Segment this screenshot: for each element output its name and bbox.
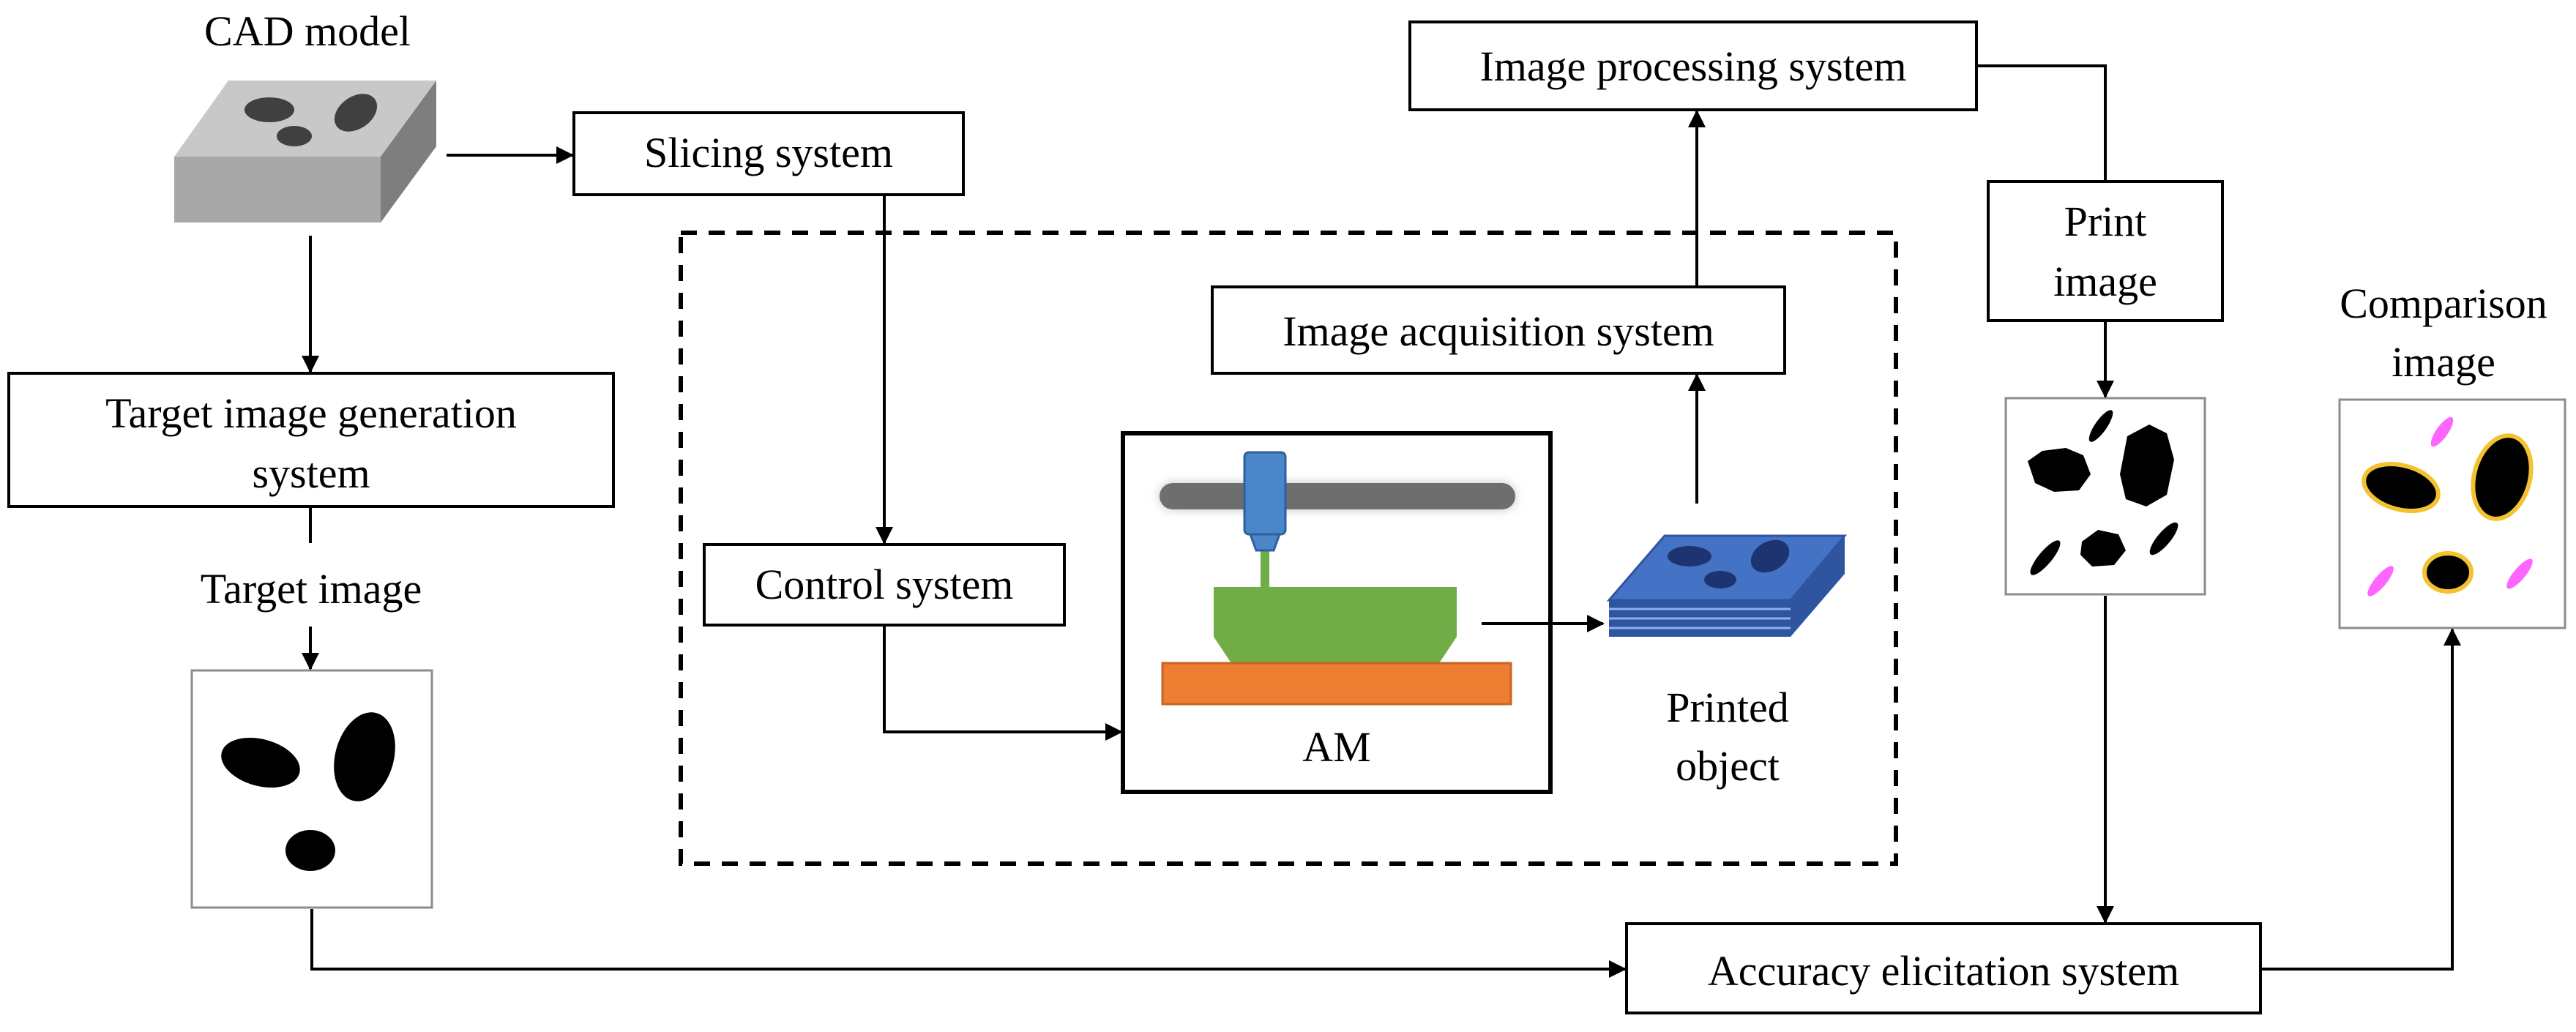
target-image-generation-label-line1: Target image generation — [105, 389, 517, 437]
arrow-accuracy-to-comparison — [2262, 628, 2461, 971]
target-image-generation-system-box — [7, 372, 615, 508]
printed-object-label-line1: Printed — [1666, 684, 1789, 731]
arrow-target-image-to-accuracy — [310, 909, 1627, 978]
cad-model-label: CAD model — [204, 7, 411, 55]
print-image-label-line1: Print — [2064, 198, 2147, 245]
print-image-label-line2: image — [2053, 258, 2157, 305]
print-image-box — [1987, 180, 2224, 322]
cad-model-icon — [174, 81, 436, 223]
printed-object-icon — [1606, 534, 1848, 637]
accuracy-elicitation-system-box — [1625, 922, 2262, 1014]
line-processing-to-print-image — [1978, 64, 2107, 180]
3d-printer-icon — [1160, 451, 1515, 706]
slicing-system-box — [572, 111, 965, 196]
slicing-system-label: Slicing system — [644, 129, 893, 176]
comparison-image-icon — [2338, 398, 2566, 629]
arrow-control-to-am — [883, 627, 1123, 741]
image-processing-system-box — [1408, 20, 1978, 111]
image-processing-system-label: Image processing system — [1479, 42, 1906, 90]
am-system-dashed-boundary — [679, 231, 1898, 866]
target-image-label: Target image — [201, 565, 422, 613]
image-acquisition-system-label: Image acquisition system — [1283, 307, 1714, 355]
connectors — [302, 64, 2461, 978]
target-image-generation-label-line2: system — [252, 449, 370, 497]
am-label: AM — [1302, 723, 1370, 771]
target-image-icon — [190, 669, 433, 909]
image-acquisition-system-box — [1211, 285, 1786, 375]
control-system-label: Control system — [755, 561, 1014, 608]
accuracy-elicitation-system-label: Accuracy elicitation system — [1708, 947, 2179, 995]
comparison-image-label-line2: image — [2392, 338, 2495, 386]
print-image-icon — [2004, 397, 2206, 596]
comparison-image-label-line1: Comparison — [2340, 280, 2547, 327]
printed-object-label-line2: object — [1676, 742, 1780, 790]
control-system-box — [703, 543, 1066, 627]
